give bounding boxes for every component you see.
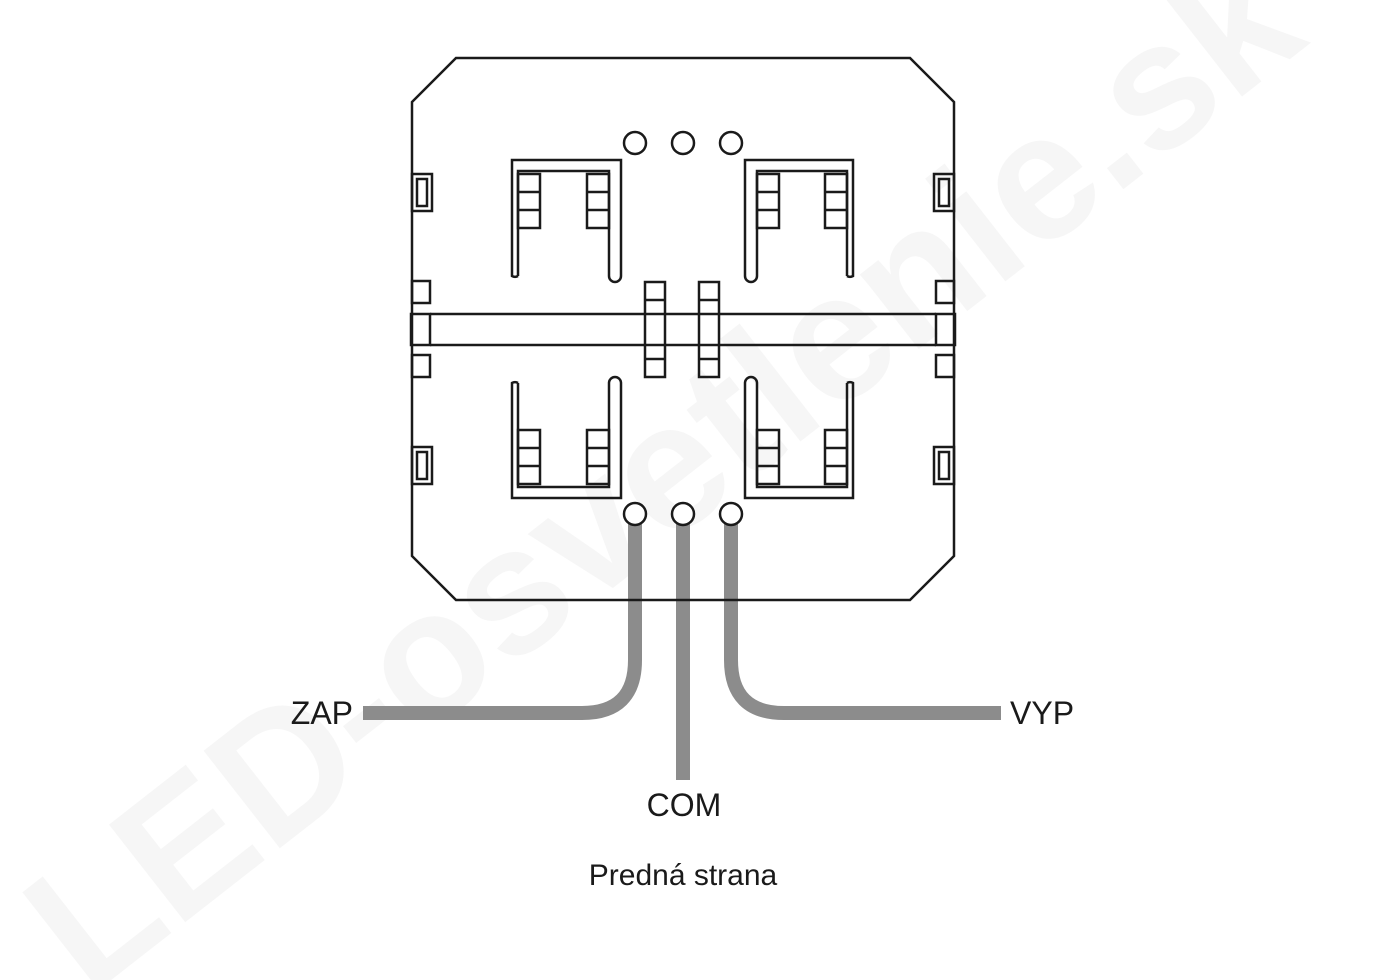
side-tab-right-b bbox=[934, 353, 956, 379]
side-clip-right-lower bbox=[932, 445, 956, 486]
side-clip-left-upper-inner bbox=[415, 177, 429, 208]
side-clip-left-lower bbox=[410, 445, 434, 486]
side-clip-right-upper bbox=[932, 172, 956, 213]
centre-latch-left bbox=[643, 280, 667, 379]
side-tab-left-a bbox=[410, 279, 432, 305]
rail-end-left bbox=[409, 312, 432, 347]
spring-clip-upper-left bbox=[510, 158, 623, 284]
side-clip-right-upper-inner bbox=[937, 177, 951, 208]
wire-zap bbox=[363, 516, 642, 720]
spring-clip-lower-right bbox=[743, 375, 855, 500]
top-hole-1 bbox=[622, 130, 648, 156]
switch-body bbox=[409, 56, 957, 602]
terminal-zap bbox=[622, 501, 648, 527]
terminal-vyp bbox=[718, 501, 744, 527]
side-tab-left-b bbox=[410, 353, 432, 379]
side-clip-right-lower-inner bbox=[937, 450, 951, 481]
centre-latch-right bbox=[697, 280, 721, 379]
top-hole-2 bbox=[670, 130, 696, 156]
label-zap: ZAP bbox=[291, 695, 353, 731]
side-clip-left-lower-inner bbox=[415, 450, 429, 481]
label-vyp: VYP bbox=[1010, 695, 1074, 731]
caption-front-side: Predná strana bbox=[589, 859, 778, 892]
label-com: COM bbox=[647, 787, 722, 823]
side-tab-right-a bbox=[934, 279, 956, 305]
spring-clip-upper-right bbox=[743, 158, 855, 284]
body-outline bbox=[410, 56, 956, 602]
spring-clip-lower-left bbox=[510, 375, 623, 500]
side-clip-left-upper bbox=[410, 172, 434, 213]
wire-vyp bbox=[724, 516, 1001, 720]
rail-end-right bbox=[934, 312, 957, 347]
wires bbox=[363, 516, 1001, 780]
top-hole-3 bbox=[718, 130, 744, 156]
terminal-com bbox=[670, 501, 696, 527]
watermark-text: LED-osvetlenie.sk bbox=[0, 0, 1336, 980]
